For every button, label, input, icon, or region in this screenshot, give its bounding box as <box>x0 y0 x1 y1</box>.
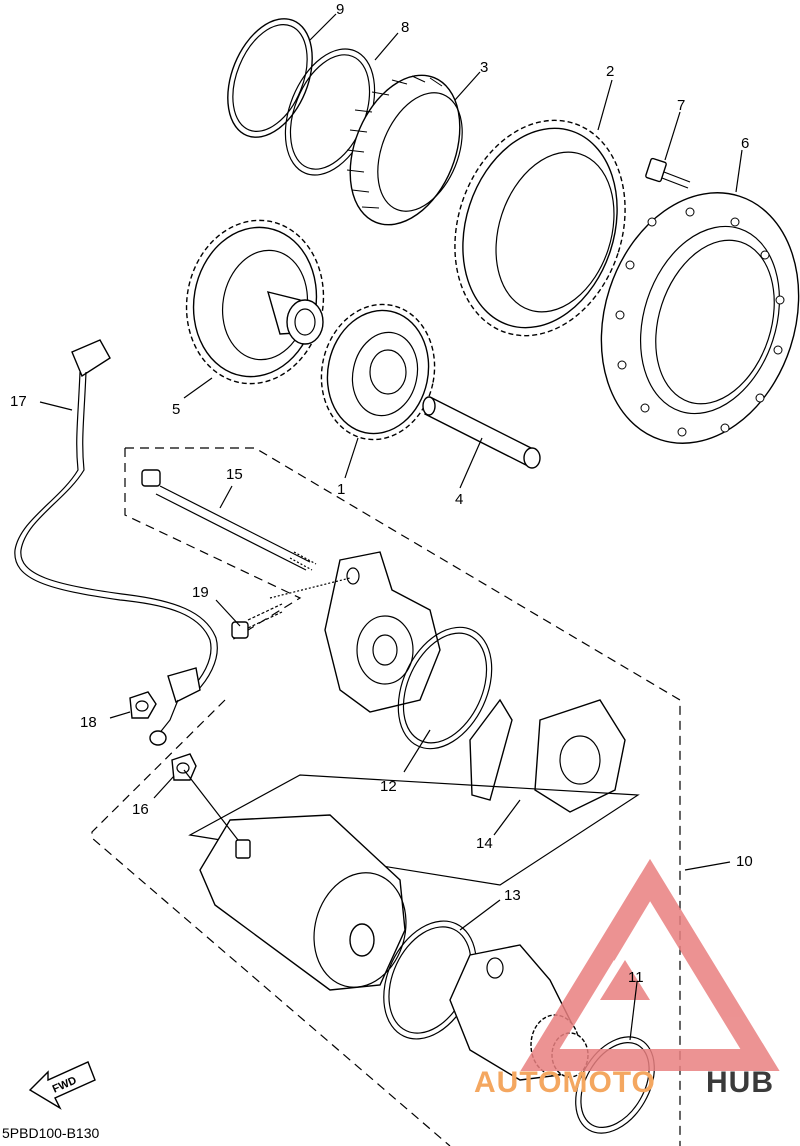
label-part-2: 2 <box>606 63 614 80</box>
label-part-16: 16 <box>132 801 149 818</box>
assembly-outline-lower <box>91 699 451 1146</box>
label-part-14: 14 <box>476 835 493 852</box>
fwd-arrow-icon: FWD <box>28 1061 96 1110</box>
label-part-8: 8 <box>401 19 409 36</box>
label-part-18: 18 <box>80 714 97 731</box>
diagram-code: 5PBD100-B130 <box>2 1125 100 1141</box>
part-1-gear <box>320 303 436 441</box>
label-part-1: 1 <box>337 481 345 498</box>
label-part-13: 13 <box>504 887 521 904</box>
leader-lines <box>39 13 743 1041</box>
label-part-10: 10 <box>736 853 753 870</box>
label-part-19: 19 <box>192 584 209 601</box>
starter-motor-yoke <box>199 814 407 991</box>
label-part-11: 11 <box>628 969 644 986</box>
part-19-bolt <box>231 603 283 639</box>
part-12-o-ring <box>397 626 493 750</box>
label-part-12: 12 <box>380 778 397 795</box>
part-3-clutch-bearing <box>346 74 463 226</box>
label-part-15: 15 <box>226 466 243 483</box>
part-14-outline <box>188 774 640 886</box>
watermark-text-a: AUTOMOTO <box>474 1066 656 1099</box>
part-2-ring-gear <box>454 119 626 337</box>
part-14-brush-holder <box>469 698 626 813</box>
part-15-through-bolt <box>141 469 317 571</box>
label-part-9: 9 <box>336 1 344 18</box>
label-part-4: 4 <box>455 491 463 508</box>
part-7-bolt <box>645 157 691 189</box>
part-18-nut <box>129 691 157 719</box>
label-part-5: 5 <box>172 401 180 418</box>
watermark-logo <box>520 858 780 1071</box>
label-part-3: 3 <box>480 59 488 76</box>
starter-front-cover <box>324 551 441 713</box>
label-part-17: 17 <box>10 393 27 410</box>
part-9-snap-ring <box>227 18 313 138</box>
part-5-idle-gear <box>185 219 325 385</box>
label-part-6: 6 <box>741 135 749 152</box>
watermark-text-b: HUB <box>706 1066 774 1099</box>
part-16-nut <box>171 753 197 781</box>
part-6-clutch-housing <box>600 192 800 444</box>
label-part-7: 7 <box>677 97 685 114</box>
part-17-lead-wire <box>14 339 218 746</box>
part-4-shaft <box>422 396 541 469</box>
